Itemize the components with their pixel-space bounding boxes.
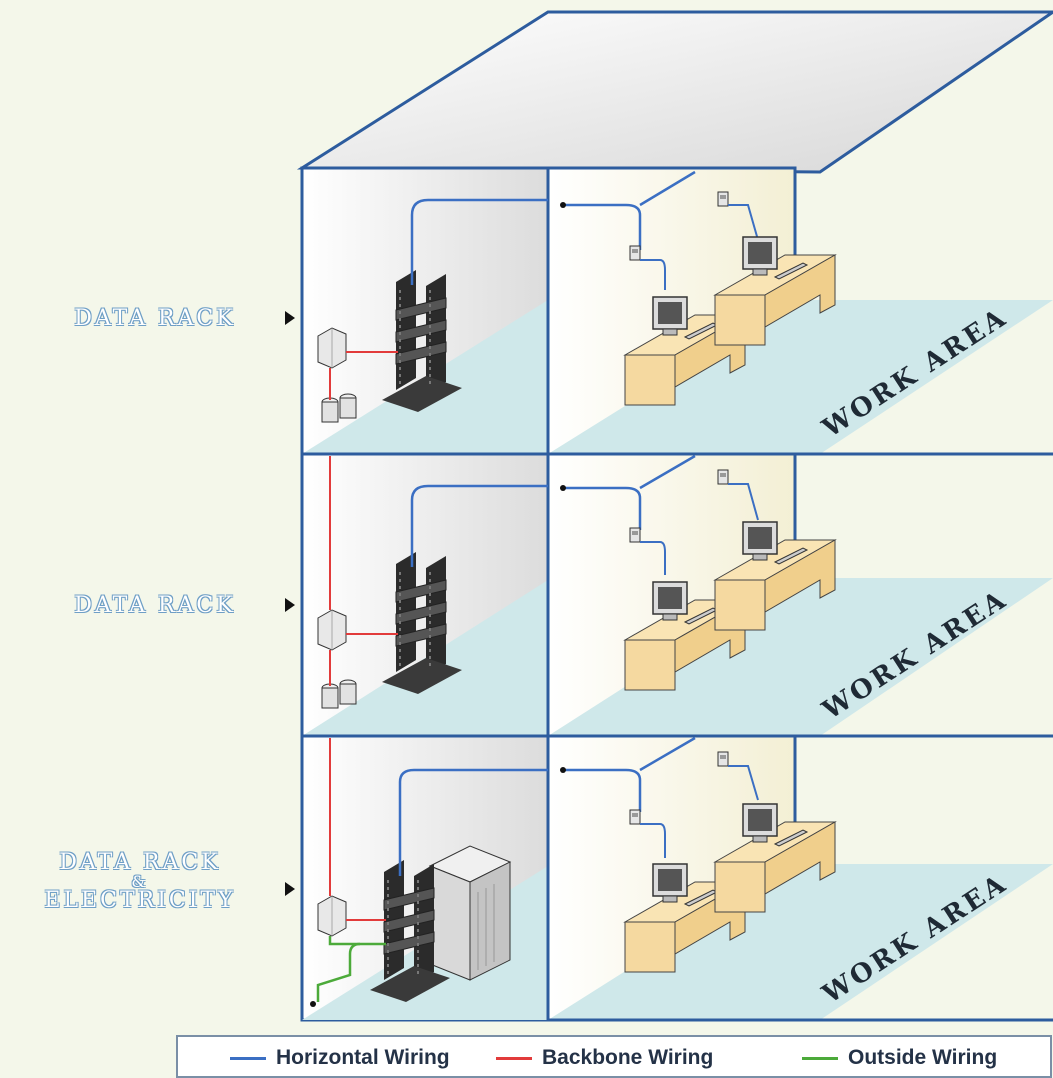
floor-3 [300,734,1053,1022]
floor-label-1: DATA RACK [30,308,280,330]
legend-horizontal-wiring: Horizontal Wiring [230,1045,450,1071]
floor-label-3-line-1: DATA RACK [59,850,221,875]
pointer-arrow-icon [285,311,295,325]
building-roof [296,10,1053,174]
floor-label-1-line: DATA RACK [74,306,236,331]
legend-horizontal-label: Horizontal Wiring [276,1046,450,1069]
legend-outside-label: Outside Wiring [848,1046,998,1069]
floor-label-3-line-2: & [131,872,149,891]
floor-label-2: DATA RACK [30,595,280,617]
legend-backbone-wiring: Backbone Wiring [496,1045,713,1071]
floor-label-3-line-3: ELECTRICITY [44,888,236,913]
electrical-cabinet [428,845,512,981]
legend-backbone-swatch [496,1056,532,1060]
floor-1 [300,166,1053,456]
floor-label-3: DATA RACK & ELECTRICITY [0,852,280,912]
pointer-arrow-icon [285,882,295,896]
wiring-legend: Horizontal Wiring Backbone Wiring Outsid… [176,1035,1052,1078]
legend-backbone-label: Backbone Wiring [542,1046,714,1069]
pointer-arrow-icon [285,598,295,612]
legend-horizontal-swatch [230,1056,266,1060]
legend-outside-swatch [802,1056,838,1060]
legend-outside-wiring: Outside Wiring [802,1045,997,1071]
floor-label-2-line: DATA RACK [74,593,236,618]
floor-2 [300,452,1053,738]
